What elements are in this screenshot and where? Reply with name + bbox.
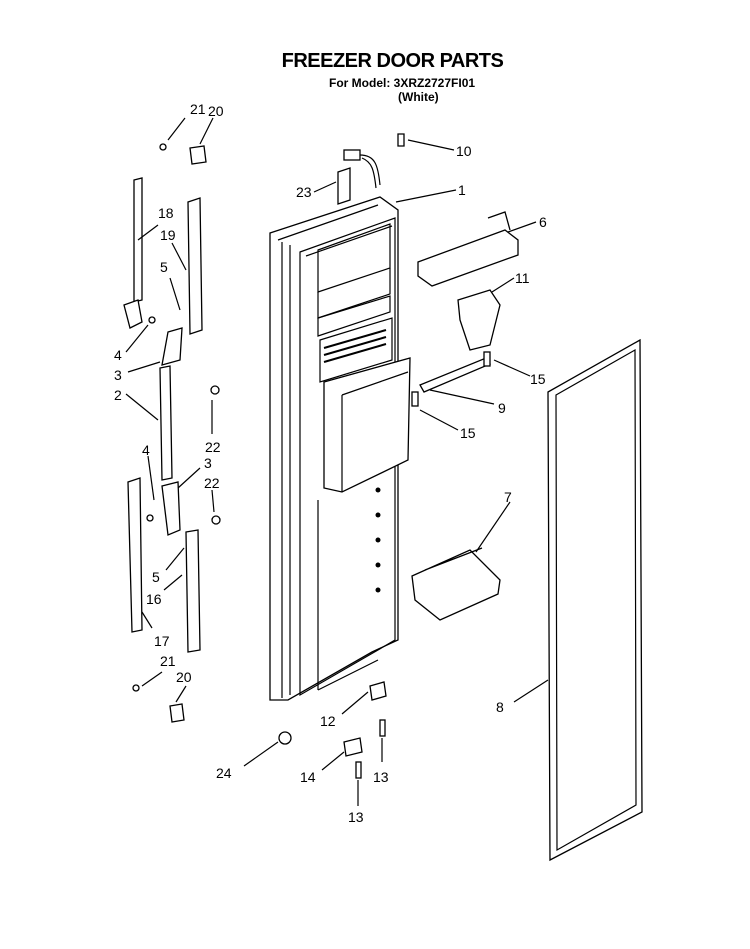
callout-6: 6 xyxy=(539,214,547,230)
callout-5-lower: 5 xyxy=(152,569,160,585)
callout-23: 23 xyxy=(296,184,312,200)
callout-4-lower: 4 xyxy=(142,442,150,458)
callout-10: 10 xyxy=(456,143,472,159)
part-10-wire-harness xyxy=(343,133,405,189)
color-variant: (White) xyxy=(398,90,439,104)
callout-3-upper: 3 xyxy=(114,367,122,383)
callout-22-upper: 22 xyxy=(205,439,221,455)
callout-19: 19 xyxy=(160,227,176,243)
part-lower-hinge-assembly xyxy=(127,477,221,723)
callout-12: 12 xyxy=(320,713,336,729)
model-number: For Model: 3XRZ2727FI01 xyxy=(329,76,476,90)
part-12-cam xyxy=(369,681,387,701)
callout-24: 24 xyxy=(216,765,232,781)
callout-18: 18 xyxy=(158,205,174,221)
callout-1: 1 xyxy=(458,182,466,198)
part-door-liner xyxy=(269,196,411,701)
page-title: FREEZER DOOR PARTS xyxy=(281,50,504,72)
callout-20-lower: 20 xyxy=(176,669,192,685)
leader-lines xyxy=(125,117,549,806)
callout-3-lower: 3 xyxy=(204,455,212,471)
part-6-door-shelf xyxy=(417,211,519,287)
callout-17: 17 xyxy=(154,633,170,649)
callout-4-upper: 4 xyxy=(114,347,122,363)
part-7-lower-shelf xyxy=(411,547,501,621)
callout-13-lower: 13 xyxy=(348,809,364,825)
part-upper-hinge-assembly xyxy=(123,143,220,481)
callout-11: 11 xyxy=(515,270,530,286)
part-14-bracket xyxy=(343,737,363,757)
callout-15-upper: 15 xyxy=(530,371,546,387)
callout-9: 9 xyxy=(498,400,506,416)
part-11-chute xyxy=(457,289,501,351)
part-8-door-gasket xyxy=(547,338,643,862)
callout-2: 2 xyxy=(114,387,122,403)
callout-14: 14 xyxy=(300,769,316,785)
part-13-screw-upper xyxy=(379,719,386,737)
callout-21-upper: 21 xyxy=(190,101,206,117)
part-15-clip-upper xyxy=(483,351,491,367)
callout-5-upper: 5 xyxy=(160,259,168,275)
callout-13-upper: 13 xyxy=(373,769,389,785)
part-24-glide xyxy=(278,731,292,745)
callout-8: 8 xyxy=(496,699,504,715)
part-9-strip xyxy=(419,357,491,393)
callout-16: 16 xyxy=(146,591,162,607)
part-13-screw-lower xyxy=(355,761,362,779)
part-23-trim xyxy=(337,167,351,205)
callout-7: 7 xyxy=(504,489,512,505)
callout-15-lower: 15 xyxy=(460,425,476,441)
callout-22-lower: 22 xyxy=(204,475,220,491)
part-15-clip-lower xyxy=(411,391,419,407)
callout-21-lower: 21 xyxy=(160,653,176,669)
callout-20-upper: 20 xyxy=(208,103,224,119)
